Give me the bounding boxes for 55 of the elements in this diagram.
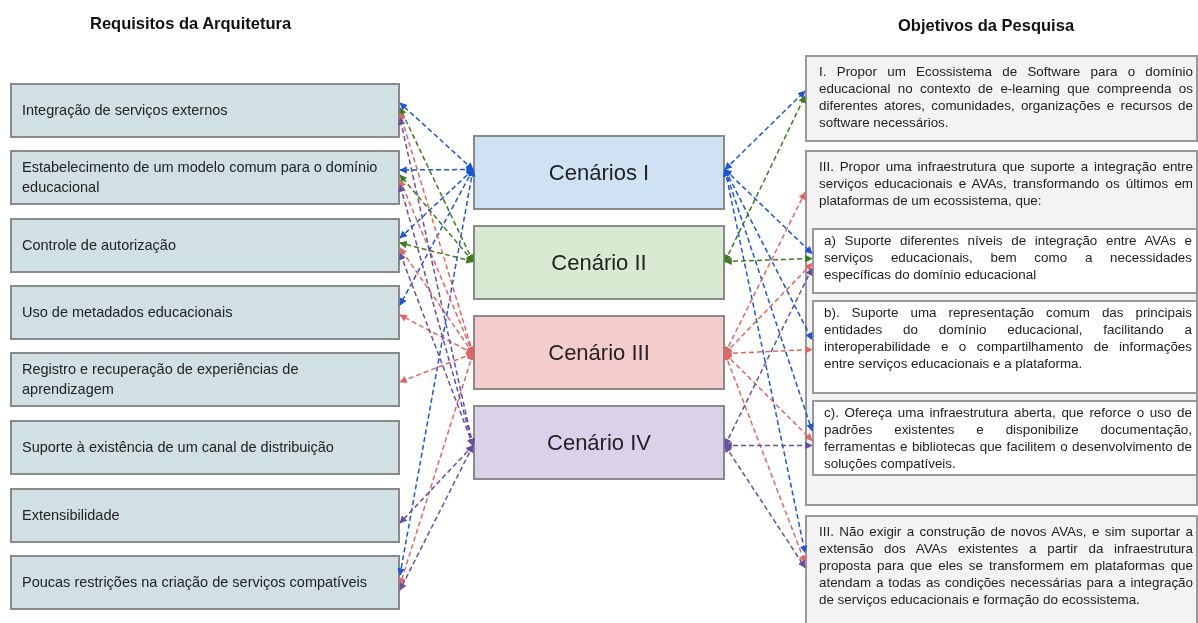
- dashed-arrow: [724, 444, 806, 569]
- dashed-arrow: [724, 346, 813, 357]
- box-text: Poucas restrições na criação de serviços compatíveis: [22, 572, 368, 592]
- dashed-arrow: [724, 267, 813, 447]
- box-text: III. Propor uma infraestrutura que suporte a integração entre serviços educacionais e AVAs, transformando os últimos em plataformas de um ecossistema, que:: [819, 158, 1193, 210]
- box-text: Controle de autorização: [22, 235, 177, 255]
- dashed-arrow: [724, 95, 806, 263]
- dashed-arrow: [724, 352, 813, 442]
- column-heading: Objetivos da Pesquisa: [898, 16, 1075, 35]
- dashed-arrow: [399, 168, 474, 239]
- dashed-arrow: [399, 165, 474, 174]
- requirement-box: [10, 83, 400, 138]
- scenario-box: [473, 135, 725, 210]
- box-text: c). Ofereça uma infraestrutura aberta, que reforce o uso de padrões existentes e disponibilize documentação, ferramentas e bibliotecas que facilitem o desenvolvimento de soluções compatíveis.: [824, 404, 1192, 473]
- column-heading: Requisitos da Arquitetura: [90, 14, 292, 33]
- box-text: Extensibilidade: [22, 505, 121, 525]
- dashed-arrow: [724, 441, 813, 450]
- box-text: I. Propor um Ecossistema de Software para o domínio educacional no contexto de e-learning que compreenda os diferentes atores, comunidades, organizações e recursos de software necessários.: [819, 63, 1193, 132]
- sub-objective-box: [812, 300, 1198, 394]
- requirement-box: [10, 150, 400, 205]
- scenario-label: Cenários I: [547, 159, 651, 186]
- requirement-box: [10, 488, 400, 543]
- dashed-arrow: [724, 255, 813, 265]
- dashed-arrow: [399, 102, 474, 171]
- dashed-arrow: [399, 352, 474, 384]
- box-text: b). Suporte uma representação comum das principais entidades do domínio educacional, facilitando a interoperabilidade e o compartilhamento de informações entre serviços educacionais e a plataforma.: [824, 304, 1192, 373]
- requirement-box: [10, 218, 400, 273]
- box-text: III. Não exigir a construção de novos AVAs, e sim suportar a extensão dos AVAs existentes a partir da infraestrutura proposta para que eles se transformem em plataformas que atendam a todas as condições necessárias para a integração de serviços educacionais e formação do ecossistema.: [819, 523, 1193, 609]
- box-text: Registro e recuperação de experiências de aprendizagem: [22, 359, 300, 399]
- scenario-box: [473, 405, 725, 480]
- objective-box: [805, 150, 1198, 506]
- sub-objective-box: [812, 228, 1198, 294]
- box-text: Estabelecimento de um modelo comum para o domínio educacional: [22, 157, 379, 197]
- scenario-box: [473, 225, 725, 300]
- dashed-arrow: [724, 262, 813, 355]
- dashed-arrow: [724, 90, 806, 171]
- objective-box: [805, 55, 1198, 142]
- dashed-arrow: [399, 241, 474, 264]
- box-text: a) Suporte diferentes níveis de integração entre AVAs e serviços educacionais, bem como a necessidades específicas do domínio educacional: [824, 232, 1192, 284]
- scenario-label: Cenário II: [550, 249, 648, 276]
- dashed-arrow: [399, 314, 474, 355]
- requirement-box: [10, 352, 400, 407]
- requirement-box: [10, 420, 400, 475]
- box-text: Integração de serviços externos: [22, 100, 229, 120]
- dashed-arrow: [399, 444, 474, 524]
- box-text: Uso de metadados educacionais: [22, 302, 234, 322]
- scenario-label: Cenário III: [547, 339, 651, 366]
- box-text: Suporte à existência de um canal de distribuição: [22, 437, 335, 457]
- objective-box: [805, 515, 1198, 623]
- dashed-arrow: [724, 168, 813, 255]
- scenario-box: [473, 315, 725, 390]
- dashed-arrow: [399, 174, 474, 263]
- requirement-box: [10, 555, 400, 610]
- requirement-box: [10, 285, 400, 340]
- scenario-label: Cenário IV: [546, 429, 652, 456]
